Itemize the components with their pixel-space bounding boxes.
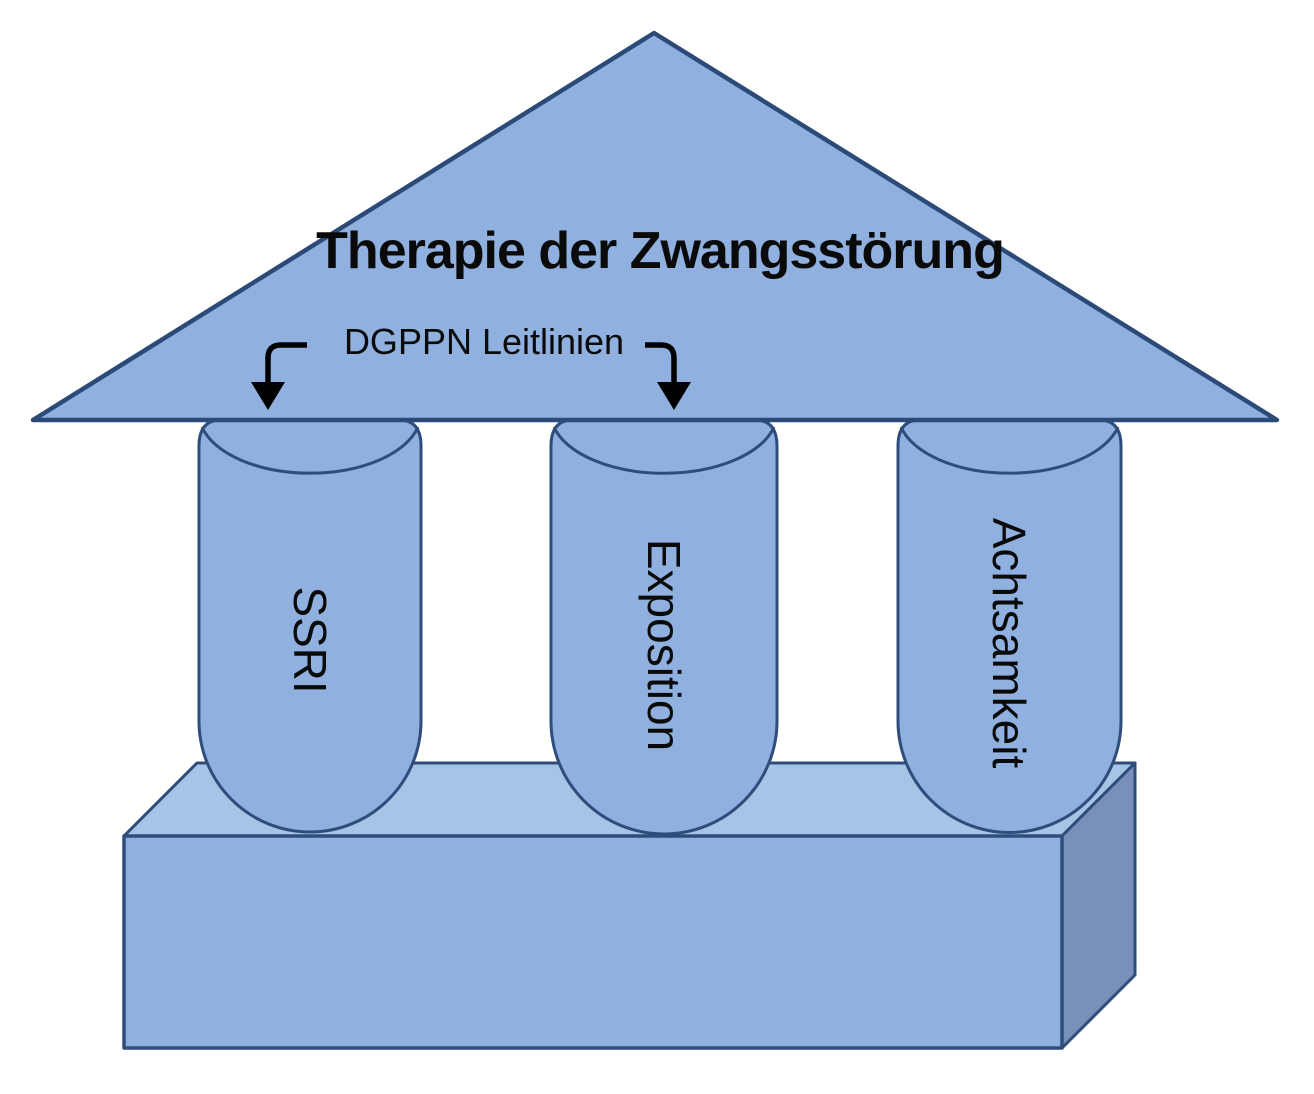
pillar-ssri-top-arc <box>200 426 420 475</box>
pillar-exposition-top-arc <box>552 426 776 475</box>
down-arrow-right-head <box>657 382 691 410</box>
pillar-label-ssri: SSRI <box>284 586 336 693</box>
pillar-label-achtsamkeit: Achtsamkeit <box>983 518 1035 769</box>
guidelines-label: DGPPN Leitlinien <box>344 321 624 362</box>
pillar-achtsamkeit-top-arc <box>899 426 1120 475</box>
pillar-exposition: Exposition <box>549 418 779 836</box>
down-arrow-right-icon <box>645 342 691 410</box>
down-arrow-left-head <box>251 382 285 410</box>
diagram-title: Therapie der Zwangsstörung <box>316 222 1004 280</box>
roof-shape <box>30 30 1280 423</box>
down-arrow-left-icon <box>251 342 307 410</box>
pillar-achtsamkeit: Achtsamkeit <box>896 418 1123 834</box>
pillar-ssri: SSRI <box>197 418 423 834</box>
down-arrow-right-stem <box>645 342 677 384</box>
down-arrow-left-stem <box>265 342 307 384</box>
pillar-label-exposition: Exposition <box>638 539 690 751</box>
base-front-face <box>122 834 1064 1050</box>
